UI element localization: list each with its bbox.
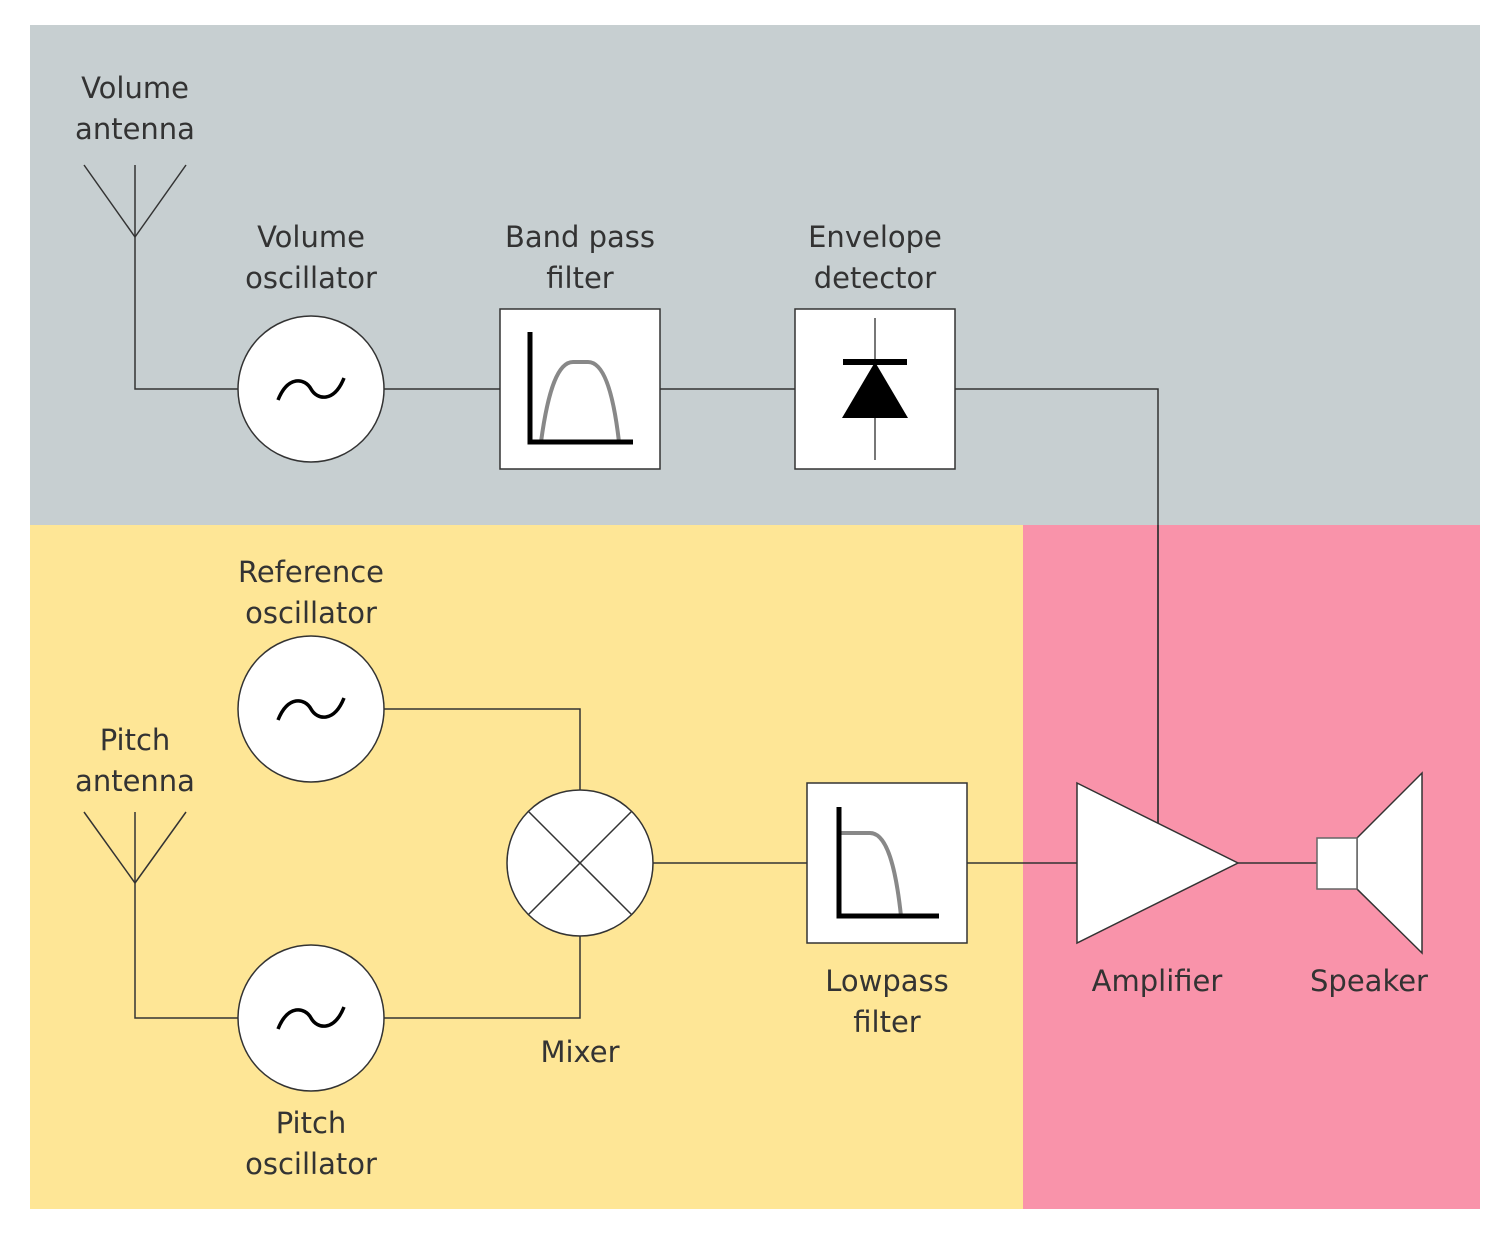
sine-wave-icon [276,1006,346,1030]
pitch-oscillator[interactable] [237,944,385,1092]
band-pass-filter-label-line2: filter [546,261,614,295]
pitch-antenna-label: Pitch [100,723,171,757]
volume-oscillator-label-line2: oscillator [245,261,377,295]
mixer-cross-icon [527,810,633,916]
volume-antenna-label-line2: antenna [75,112,195,146]
envelope-detector-label: Envelope [808,220,942,254]
reference-oscillator[interactable] [237,635,385,783]
antenna-icon [83,164,187,238]
volume-antenna-label: Volume [81,71,189,105]
mixer-label: Mixer [540,1035,619,1069]
envelope-detector-label-line2: detector [814,261,937,295]
wire-refosc-mixer [384,708,581,790]
pitch-antenna-label-line2: antenna [75,764,195,798]
envelope-detector[interactable] [794,308,956,470]
antenna-icon [83,811,187,884]
pitch-oscillator-label-line2: oscillator [245,1147,377,1181]
wire-pitch-antenna [134,883,239,1019]
wire-pitchosc-mixer [384,935,581,1019]
speaker-label: Speaker [1310,964,1428,998]
volume-oscillator-label: Volume [257,220,365,254]
diode-icon [842,318,908,460]
speaker-icon [1316,771,1423,955]
band-pass-filter-label: Band pass [505,220,655,254]
pitch-oscillator-label: Pitch [276,1106,347,1140]
reference-oscillator-label: Reference [238,555,384,589]
sine-wave-icon [276,377,346,401]
volume-oscillator[interactable] [237,315,385,463]
sine-wave-icon [276,697,346,721]
speaker[interactable] [1316,771,1423,955]
lowpass-response-icon [836,807,939,919]
lowpass-filter[interactable] [806,782,968,944]
mixer[interactable] [506,789,654,937]
band-pass-filter[interactable] [499,308,661,470]
lowpass-filter-label: Lowpass [825,964,949,998]
bandpass-response-icon [527,332,633,445]
wire-volume-antenna [134,237,239,390]
reference-oscillator-label-line2: oscillator [245,596,377,630]
amplifier-label: Amplifier [1092,964,1223,998]
lowpass-filter-label-line2: filter [853,1005,921,1039]
